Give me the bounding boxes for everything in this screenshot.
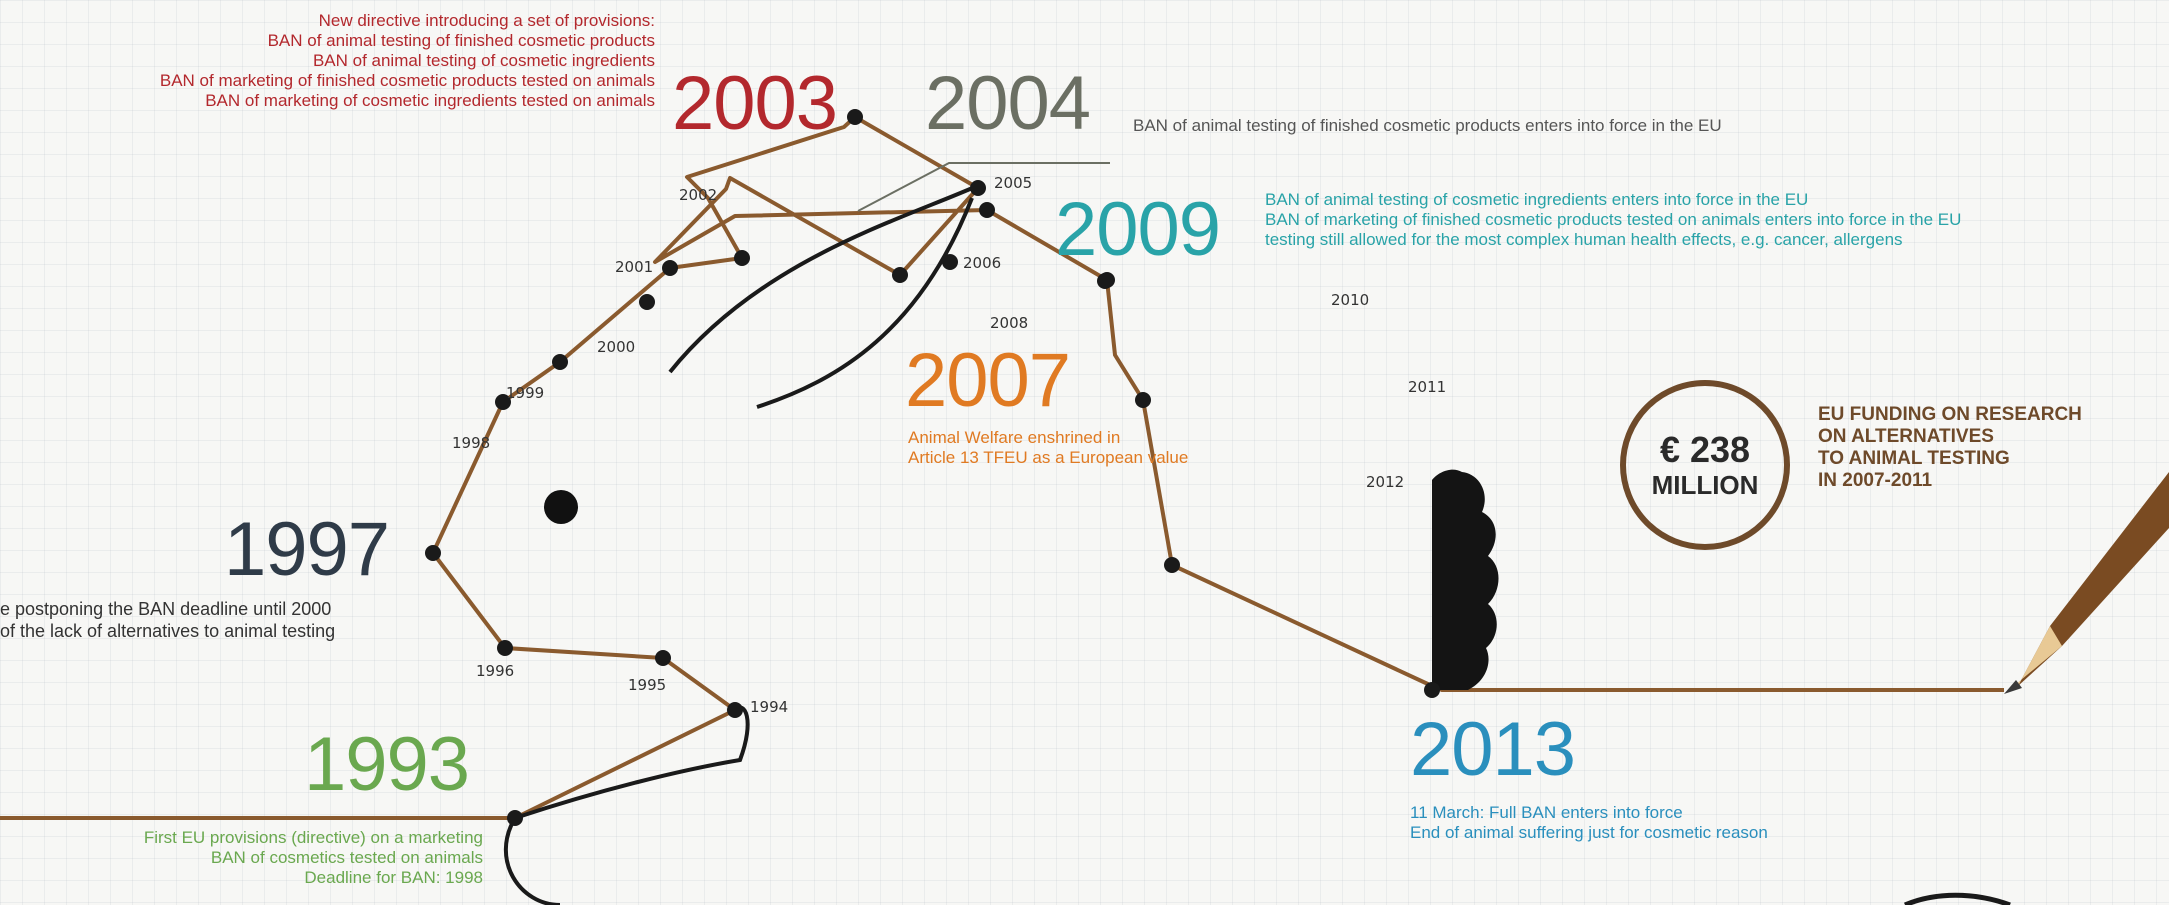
neck-loop-curve (503, 816, 561, 905)
text-2003-line: BAN of animal testing of cosmetic ingred… (312, 51, 655, 70)
text-2013-line: End of animal suffering just for cosmeti… (1410, 823, 1768, 842)
timeline-node (1097, 273, 1113, 289)
text-1997: e postponing the BAN deadline until 2000… (0, 598, 335, 642)
year-2007: 2007 (905, 338, 1071, 423)
text-2009: BAN of animal testing of cosmetic ingred… (1265, 190, 1961, 250)
text-2007: Animal Welfare enshrined in Article 13 T… (908, 428, 1188, 468)
text-2009-line: testing still allowed for the most compl… (1265, 230, 1903, 249)
text-2003: New directive introducing a set of provi… (160, 11, 655, 111)
timeline-node (655, 650, 671, 666)
year-2013: 2013 (1410, 707, 1576, 792)
timeline-node (495, 394, 511, 410)
ear-curve-outer (668, 184, 978, 374)
text-1997-line: of the lack of alternatives to animal te… (0, 621, 336, 641)
timeline-node (497, 640, 513, 656)
timeline-node (662, 260, 678, 276)
year-2009: 2009 (1055, 187, 1221, 272)
timeline-node (847, 109, 863, 125)
year-labels: 1994 1995 1996 1998 1999 2000 2001 2002 2005 2006… (452, 174, 1446, 716)
funding-text: EU FUNDING ON RESEARCH ON ALTERNATIVES T… (1818, 404, 2082, 492)
year-label-1994: 1994 (750, 698, 788, 716)
funding-circle: € 238 MILLION (1620, 380, 1790, 550)
rabbit-tail-shape (1432, 469, 1499, 690)
funding-unit: MILLION (1651, 470, 1759, 500)
text-1997-line: e postponing the BAN deadline until 2000 (0, 599, 332, 619)
text-1993-line: BAN of cosmetics tested on animals (210, 848, 483, 867)
year-label-2008: 2008 (990, 314, 1028, 332)
text-1993-line: Deadline for BAN: 1998 (304, 868, 483, 887)
year-label-2005: 2005 (994, 174, 1032, 192)
funding-text-line: ON ALTERNATIVES (1818, 426, 1994, 447)
2004-connector (857, 162, 1110, 212)
text-1993-line: First EU provisions (directive) on a mar… (143, 828, 483, 847)
text-2009-line: BAN of animal testing of cosmetic ingred… (1265, 190, 1809, 209)
year-label-2001: 2001 (615, 258, 653, 276)
bottom-arc (1904, 892, 2011, 905)
text-2003-line: BAN of marketing of finished cosmetic pr… (159, 71, 655, 90)
timeline-node (979, 202, 995, 218)
funding-text-line: IN 2007-2011 (1818, 470, 1933, 491)
rabbit-eye (544, 490, 578, 524)
timeline-node (970, 180, 986, 196)
timeline-node (1135, 392, 1151, 408)
text-2003-line: BAN of animal testing of finished cosmet… (267, 31, 655, 50)
timeline-node (942, 254, 958, 270)
text-2007-line: Animal Welfare enshrined in (908, 428, 1121, 447)
text-2003-line: New directive introducing a set of provi… (318, 11, 655, 30)
year-label-1996: 1996 (476, 662, 514, 680)
text-2013: 11 March: Full BAN enters into force End… (1410, 803, 1768, 843)
text-2004: BAN of animal testing of finished cosmet… (1133, 116, 1722, 135)
funding-text-line: TO ANIMAL TESTING (1818, 448, 2010, 469)
year-label-1999: 1999 (506, 384, 544, 402)
text-1993: First EU provisions (directive) on a mar… (144, 828, 483, 888)
year-label-2006: 2006 (963, 254, 1001, 272)
timeline-node (727, 702, 743, 718)
text-2007-line: Article 13 TFEU as a European value (908, 448, 1189, 467)
year-1993: 1993 (304, 722, 470, 807)
year-2003: 2003 (672, 61, 838, 146)
pencil-icon (2004, 472, 2169, 694)
timeline-node (734, 250, 750, 266)
year-label-1995: 1995 (628, 676, 666, 694)
year-label-2000: 2000 (597, 338, 635, 356)
year-2004: 2004 (925, 61, 1091, 146)
timeline-nodes (425, 109, 1440, 826)
year-label-2010: 2010 (1331, 291, 1369, 309)
text-2003-line: BAN of marketing of cosmetic ingredients… (205, 91, 655, 110)
funding-text-line: EU FUNDING ON RESEARCH (1818, 404, 2082, 425)
year-1997: 1997 (224, 507, 390, 592)
timeline-node (552, 354, 568, 370)
ear-curve-inner (756, 197, 974, 409)
year-label-2002: 2002 (679, 186, 717, 204)
timeline-node (425, 545, 441, 561)
timeline-node (639, 294, 655, 310)
chin-curve (514, 705, 750, 820)
year-label-2012: 2012 (1366, 473, 1404, 491)
timeline-path (0, 115, 2004, 820)
text-2013-line: 11 March: Full BAN enters into force (1410, 803, 1683, 822)
timeline-node (1164, 557, 1180, 573)
timeline-node (1424, 682, 1440, 698)
year-label-1998: 1998 (452, 434, 490, 452)
timeline-node (892, 267, 908, 283)
timeline-node (507, 810, 523, 826)
year-label-2011: 2011 (1408, 378, 1446, 396)
text-2009-line: BAN of marketing of finished cosmetic pr… (1265, 210, 1962, 229)
funding-amount: € 238 (1659, 429, 1751, 470)
